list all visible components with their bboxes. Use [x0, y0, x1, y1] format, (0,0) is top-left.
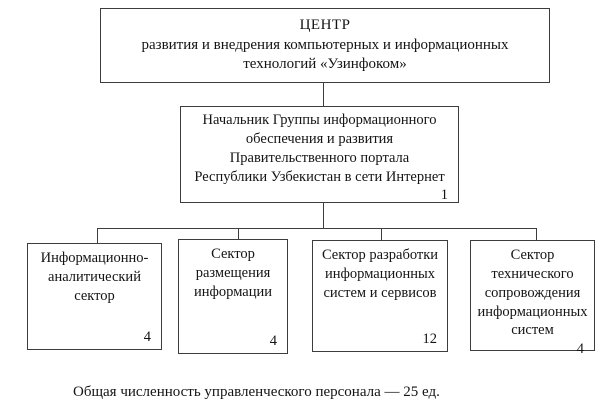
connector-manager-to-bus: [323, 202, 324, 229]
connector-drop-dept-1: [97, 228, 98, 243]
department-headcount: 12: [422, 330, 438, 347]
total-headcount-caption: Общая численность управленческого персон…: [73, 384, 440, 400]
connector-bus-line: [97, 228, 537, 229]
department-headcount: 4: [576, 341, 584, 358]
connector-center-to-manager: [323, 82, 324, 108]
connector-drop-dept-2: [238, 228, 239, 239]
connector-drop-dept-4: [536, 228, 537, 240]
department-headcount: 4: [269, 332, 277, 349]
department-headcount: 4: [143, 328, 151, 345]
manager-headcount: 1: [440, 187, 448, 204]
connector-drop-dept-3: [381, 228, 382, 240]
